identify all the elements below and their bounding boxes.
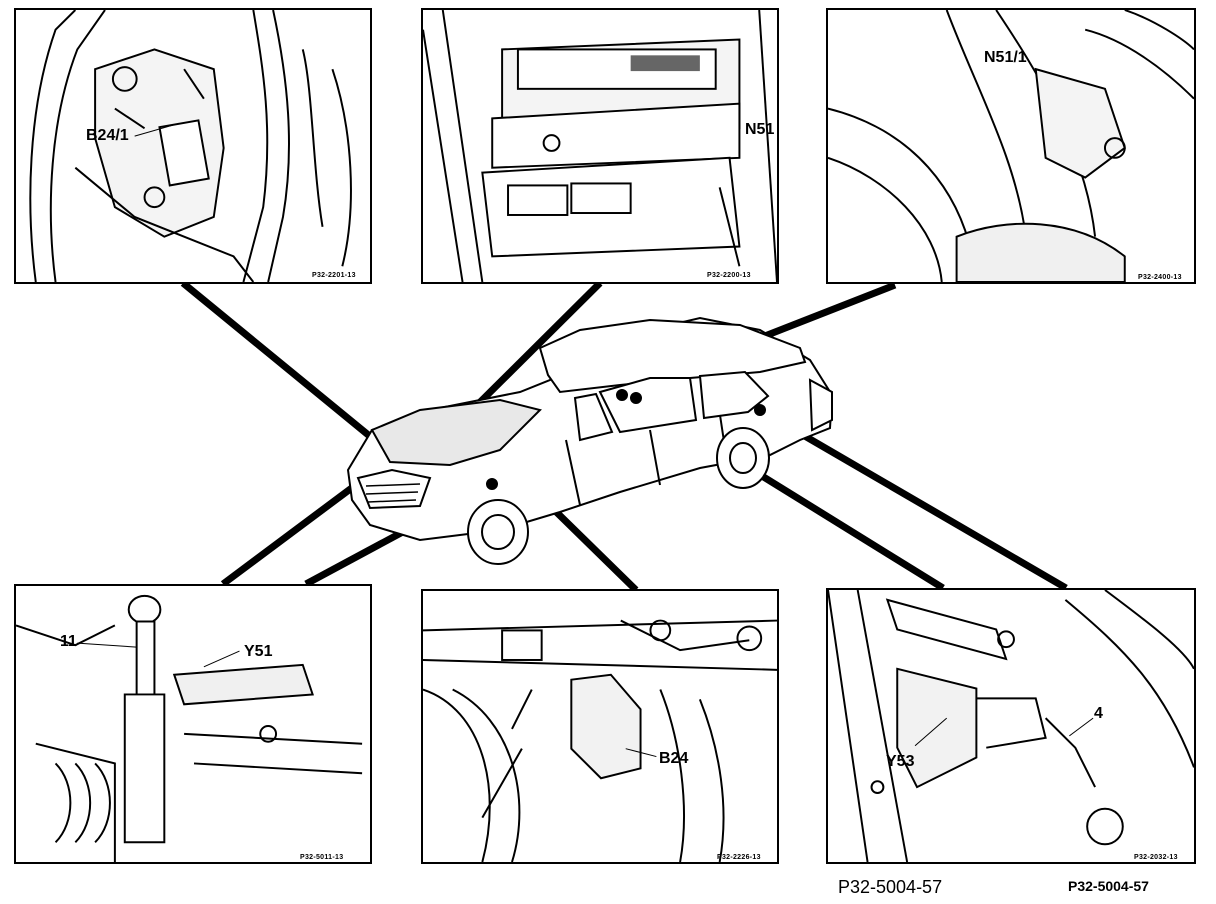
panel-y51: 11 Y51 P32-5011-13 [14,584,372,864]
panel-code-b24: P32-2226-13 [717,854,761,861]
callout-b24-1: B24/1 [86,127,129,144]
callout-11: 11 [60,633,77,650]
panel-code-y53: P32-2032-13 [1134,854,1178,861]
figure-id-large: P32-5004-57 [838,877,943,897]
callout-y51: Y51 [244,643,273,660]
callout-b24: B24 [659,750,689,767]
y51-illustration [16,594,363,862]
leader-y53-b [758,406,1068,592]
callout-n51-1: N51/1 [984,49,1027,66]
leader-b24-1 [180,280,386,450]
panel-code-n51: P32-2200-13 [707,272,751,279]
panel-n51: N51 P32-2200-13 [421,8,779,284]
n51-illustration [423,10,777,282]
callout-4: 4 [1094,705,1103,722]
b24-1-illustration [29,10,352,282]
n51-1-illustration [828,10,1194,282]
panel-y53: Y53 4 P32-2032-13 [826,588,1196,864]
panel-code-y51: P32-5011-13 [300,854,344,861]
callout-y53: Y53 [886,753,915,770]
panel-b24: B24 P32-2226-13 [421,589,779,864]
panel-code-b24-1: P32-2201-13 [312,272,356,279]
b24-illustration [423,619,777,862]
car-drawing [346,316,834,565]
y53-illustration [828,590,1194,862]
figure-id-small: P32-5004-57 [1068,878,1149,894]
panel-code-n51-1: P32-2400-13 [1138,274,1182,281]
callout-n51: N51 [745,121,775,138]
panel-b24-1: B24/1 P32-2201-13 [14,8,372,284]
panel-n51-1: N51/1 P32-2400-13 [826,8,1196,284]
